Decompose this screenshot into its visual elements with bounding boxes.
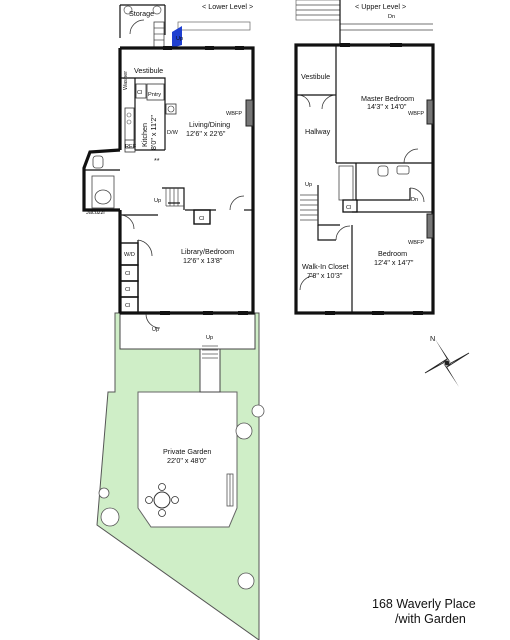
lower-wbfp-label: WBFP (226, 111, 242, 117)
storage-label: Storage (129, 9, 154, 18)
lower-stairs (162, 187, 185, 210)
upper-stairs (300, 185, 340, 226)
upper-toilet-icon (377, 165, 389, 177)
upper-down-label-2: Dn (411, 197, 418, 203)
library-bedroom-dimensions: 12'6" x 13'8" (183, 256, 223, 265)
entrance-marker-icon (172, 26, 182, 48)
garden-label: Private Garden (163, 447, 211, 456)
upper-wbfp-label-1: WBFP (408, 111, 424, 117)
garden-walkway (199, 348, 221, 393)
upper-up-label: Up (305, 182, 312, 188)
dishwasher-label: D/W (167, 130, 179, 136)
upper-level-header: < Upper Level > (355, 2, 406, 11)
lower-level-plan (82, 4, 255, 329)
walkin-closet-dimensions: 7'8" x 10'3" (307, 271, 343, 280)
lower-stairs-up-label: Up (154, 198, 161, 204)
upper-fireplace-icon-2 (426, 213, 434, 239)
living-dining-dimensions: 12'6" x 22'6" (186, 129, 226, 138)
address-title: 168 Waverly Place (372, 597, 476, 611)
bedroom-label: Bedroom (378, 249, 407, 258)
lower-up-label: Up (176, 36, 183, 42)
library-bedroom-label: Library/Bedroom (181, 247, 234, 256)
washer-label: Washer (123, 71, 129, 90)
garden-dimensions: 22'0" x 48'0" (167, 456, 207, 465)
kitchen-label: Kitchen (140, 123, 149, 147)
upper-wbfp-label-2: WBFP (408, 240, 424, 246)
lower-closet-label-5: Cl (125, 303, 130, 309)
storage-steps (153, 21, 165, 49)
lower-closet-label-1: Cl (137, 90, 142, 96)
master-door-swing (403, 148, 419, 164)
upper-sink-icon (396, 165, 410, 175)
master-bath-door (409, 187, 425, 203)
compass-label: N (430, 334, 435, 343)
bath-door-swing (119, 214, 135, 230)
storage-door-swing (129, 19, 145, 35)
upper-vestibule-door-2 (297, 94, 311, 108)
north-compass (424, 339, 470, 387)
patio-table-icon (145, 483, 179, 517)
lower-closet-label-2: Cl (199, 216, 204, 222)
dishwasher-box (165, 103, 177, 115)
garden-up-label-2: Up (206, 335, 213, 341)
labels: < Lower Level > Storage Up Vestibule Was… (86, 2, 424, 465)
upper-closet-label: Cl (346, 205, 351, 211)
garden-terrace (119, 312, 256, 350)
living-dining-label: Living/Dining (189, 120, 230, 129)
tree-icon (98, 404, 265, 590)
washer-dryer-label: W/D (124, 252, 135, 258)
closet-door-swing (335, 225, 351, 241)
lower-level-header: < Lower Level > (202, 2, 253, 11)
library-door-swing (229, 195, 245, 211)
lower-closet-label-3: Cl (125, 271, 130, 277)
asterisk-note: ** (154, 156, 160, 165)
fireplace-icon (245, 99, 254, 127)
refrigerator-label: REF (125, 144, 137, 150)
garden-steps (202, 345, 218, 359)
walkin-door-swing (299, 275, 315, 291)
caption: 168 Waverly Place /with Garden (372, 597, 476, 627)
bedroom-dimensions: 12'4" x 14'7" (374, 258, 414, 267)
upper-down-label-1: Dn (388, 14, 395, 20)
upper-vestibule-door (321, 94, 337, 110)
master-bedroom-dimensions: 14'3" x 14'0" (367, 102, 407, 111)
jacuzzi-label: Jacuzzi (86, 210, 105, 216)
kitchen-dimensions: 8'0" x 11'2" (149, 115, 158, 150)
master-bedroom-label: Master Bedroom (361, 94, 414, 103)
toilet-icon (92, 155, 104, 169)
utility-door-swing (137, 239, 153, 257)
jacuzzi-tub (91, 175, 115, 209)
upper-tub (338, 165, 354, 201)
front-area-wall (177, 21, 251, 31)
pantry-label: Pntry (148, 92, 161, 98)
address-subtitle: /with Garden (395, 612, 466, 626)
hallway-label: Hallway (305, 127, 331, 136)
upper-level-plan (294, 0, 435, 315)
garden-bench (226, 473, 234, 507)
garden-area (96, 312, 265, 640)
upper-vestibule-label: Vestibule (301, 72, 330, 81)
vestibule-label: Vestibule (134, 66, 163, 75)
lower-closet-label-4: Cl (125, 287, 130, 293)
upper-fireplace-icon-1 (426, 99, 434, 125)
walkin-closet-label: Walk-In Closet (302, 262, 348, 271)
kitchen-counter (124, 107, 135, 149)
garden-up-label-1: Up (152, 327, 159, 333)
garden-door-swing (145, 313, 161, 329)
